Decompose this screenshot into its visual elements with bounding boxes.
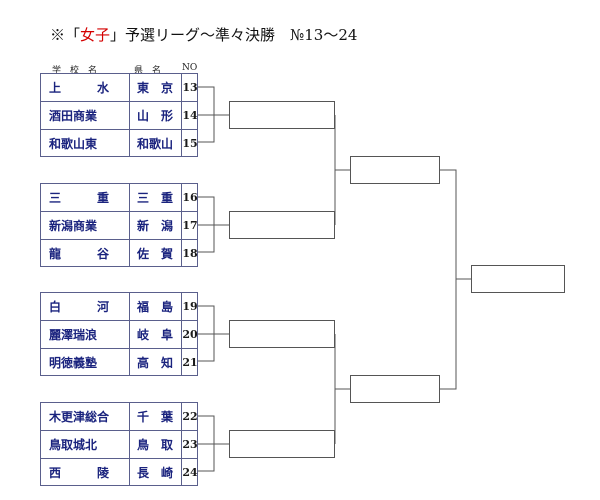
team-number: 20 [182, 328, 198, 341]
school-name: 麗澤瑞浪 [49, 328, 98, 342]
prefecture-name: 福 島 [137, 300, 174, 314]
prefecture-name: 佐 賀 [137, 247, 174, 261]
bracket-slot-group-3-winner [229, 320, 335, 348]
bracket-slot-upper-semifinal [350, 156, 440, 184]
team-number: 24 [182, 466, 198, 479]
page-title: ※「女子」予選リーグ〜準々決勝 №13〜24 [50, 24, 357, 45]
prefecture-name: 岐 阜 [137, 328, 174, 342]
header-school: 学 校 名 [52, 66, 98, 76]
title-highlight: 女子 [80, 26, 111, 44]
bracket-slot-group-1-winner [229, 101, 335, 129]
school-name: 龍 谷 [49, 247, 110, 261]
team-number: 23 [182, 438, 198, 451]
team-number: 13 [182, 81, 198, 94]
school-name: 和歌山東 [49, 137, 98, 151]
team-row: 明徳義塾 高 知 21 [41, 349, 198, 377]
team-row: 西 陵 長 崎 24 [41, 459, 198, 487]
header-prefecture: 県 名 [134, 66, 162, 76]
team-number: 19 [182, 300, 198, 313]
bracket-slot-group-4-winner [229, 430, 335, 458]
prefecture-name: 長 崎 [137, 466, 174, 480]
school-name: 新潟商業 [49, 219, 98, 233]
team-row: 上 水 東 京 13 [41, 74, 198, 102]
title-prefix: ※「 [50, 26, 81, 44]
team-row: 鳥取城北 鳥 取 23 [41, 431, 198, 459]
team-number: 21 [182, 356, 198, 369]
team-row: 酒田商業 山 形 14 [41, 102, 198, 130]
school-name: 上 水 [49, 81, 110, 95]
school-name: 西 陵 [49, 466, 110, 480]
team-group-4: 木更津総合 千 葉 22 鳥取城北 鳥 取 23 西 陵 長 崎 24 [40, 402, 198, 486]
bracket-slot-final [471, 265, 565, 293]
prefecture-name: 鳥 取 [137, 438, 174, 452]
team-number: 15 [182, 137, 198, 150]
team-row: 三 重 三 重 16 [41, 184, 198, 212]
team-row: 和歌山東 和歌山 15 [41, 130, 198, 158]
school-name: 三 重 [49, 191, 110, 205]
team-number: 16 [182, 191, 198, 204]
team-row: 新潟商業 新 潟 17 [41, 212, 198, 240]
school-name: 酒田商業 [49, 109, 98, 123]
team-row: 麗澤瑞浪 岐 阜 20 [41, 321, 198, 349]
team-row: 木更津総合 千 葉 22 [41, 403, 198, 431]
prefecture-name: 高 知 [137, 356, 174, 370]
school-name: 白 河 [49, 300, 110, 314]
team-number: 18 [182, 247, 198, 260]
prefecture-name: 和歌山 [137, 137, 174, 151]
team-group-3: 白 河 福 島 19 麗澤瑞浪 岐 阜 20 明徳義塾 高 知 21 [40, 292, 198, 376]
team-row: 龍 谷 佐 賀 18 [41, 240, 198, 268]
team-group-1: 上 水 東 京 13 酒田商業 山 形 14 和歌山東 和歌山 15 [40, 73, 198, 157]
team-number: 14 [182, 109, 198, 122]
school-name: 明徳義塾 [49, 356, 98, 370]
team-number: 17 [182, 219, 198, 232]
bracket-slot-lower-semifinal [350, 375, 440, 403]
team-group-2: 三 重 三 重 16 新潟商業 新 潟 17 龍 谷 佐 賀 18 [40, 183, 198, 267]
prefecture-name: 新 潟 [137, 219, 174, 233]
prefecture-name: 三 重 [137, 191, 174, 205]
prefecture-name: 千 葉 [137, 410, 174, 424]
prefecture-name: 山 形 [137, 109, 174, 123]
school-name: 木更津総合 [49, 410, 110, 424]
team-row: 白 河 福 島 19 [41, 293, 198, 321]
team-number: 22 [182, 410, 198, 423]
bracket-slot-group-2-winner [229, 211, 335, 239]
school-name: 鳥取城北 [49, 438, 98, 452]
title-suffix: 」予選リーグ〜準々決勝 №13〜24 [110, 26, 358, 44]
prefecture-name: 東 京 [137, 81, 174, 95]
header-number: NO [182, 63, 198, 73]
